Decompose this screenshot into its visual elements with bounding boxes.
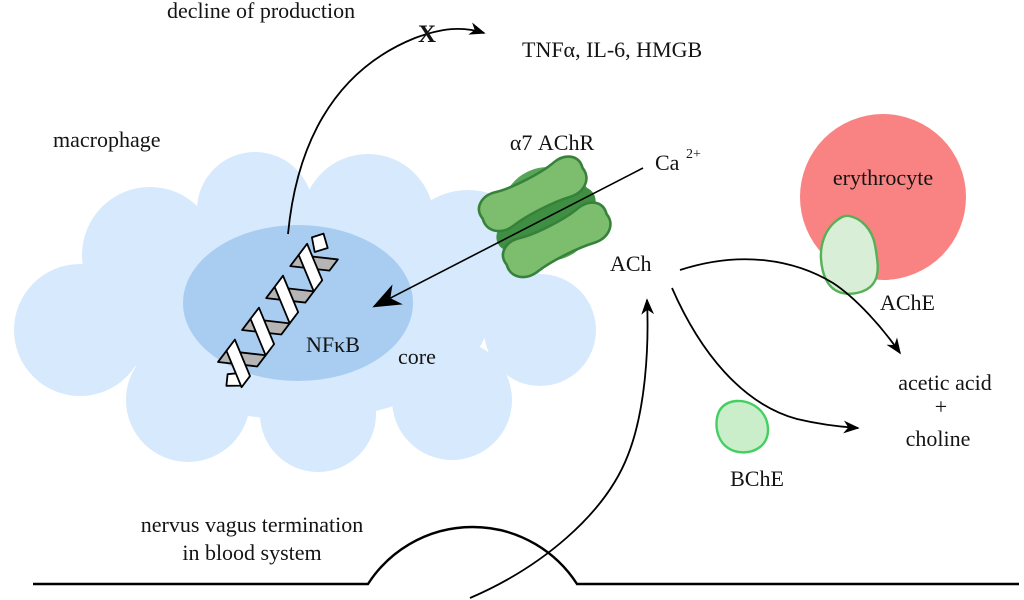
ach-to-bche-arrow	[671, 287, 860, 434]
core-label: core	[398, 344, 436, 369]
erythrocyte-label: erythrocyte	[833, 165, 933, 190]
ache-label: AChE	[880, 290, 935, 315]
ache-enzyme	[819, 214, 879, 295]
macrophage-cloud	[14, 152, 596, 472]
dna-front-strand	[225, 232, 329, 389]
vagus-label-line2: in blood system	[182, 540, 321, 565]
ach-label: ACh	[610, 251, 652, 276]
bche-enzyme	[715, 399, 770, 454]
receptor-subunit-lower	[501, 201, 612, 279]
nucleus-core	[183, 225, 413, 381]
bche-label: BChE	[730, 466, 784, 491]
acetic-acid-label: acetic acid	[898, 370, 991, 395]
macrophage-label: macrophage	[53, 127, 161, 152]
receptor-subunit-upper	[477, 155, 588, 233]
ach-to-ache-arrow	[679, 258, 901, 355]
choline-label: choline	[906, 426, 971, 451]
inhibition-x: X	[418, 21, 436, 48]
nfkb-label: NFκB	[306, 332, 360, 357]
alpha7-achr-label: α7 AChR	[510, 130, 595, 155]
calcium-arrow	[372, 167, 644, 308]
plus-label: +	[935, 394, 947, 419]
vagus-label-line1: nervus vagus termination	[141, 512, 363, 537]
calcium-charge-label: 2+	[686, 147, 701, 162]
dna-helix	[217, 232, 339, 389]
alpha7-achr-receptor	[477, 155, 612, 279]
decline-arrow	[287, 22, 486, 235]
cytokines-label: TNFα, IL-6, HMGB	[522, 37, 702, 62]
receptor-channel	[496, 186, 596, 252]
calcium-label: Ca	[655, 150, 680, 175]
blood-vessel-line	[33, 525, 1019, 586]
decline-label: decline of production	[167, 0, 355, 23]
vagus-to-ach-arrow	[469, 298, 655, 599]
